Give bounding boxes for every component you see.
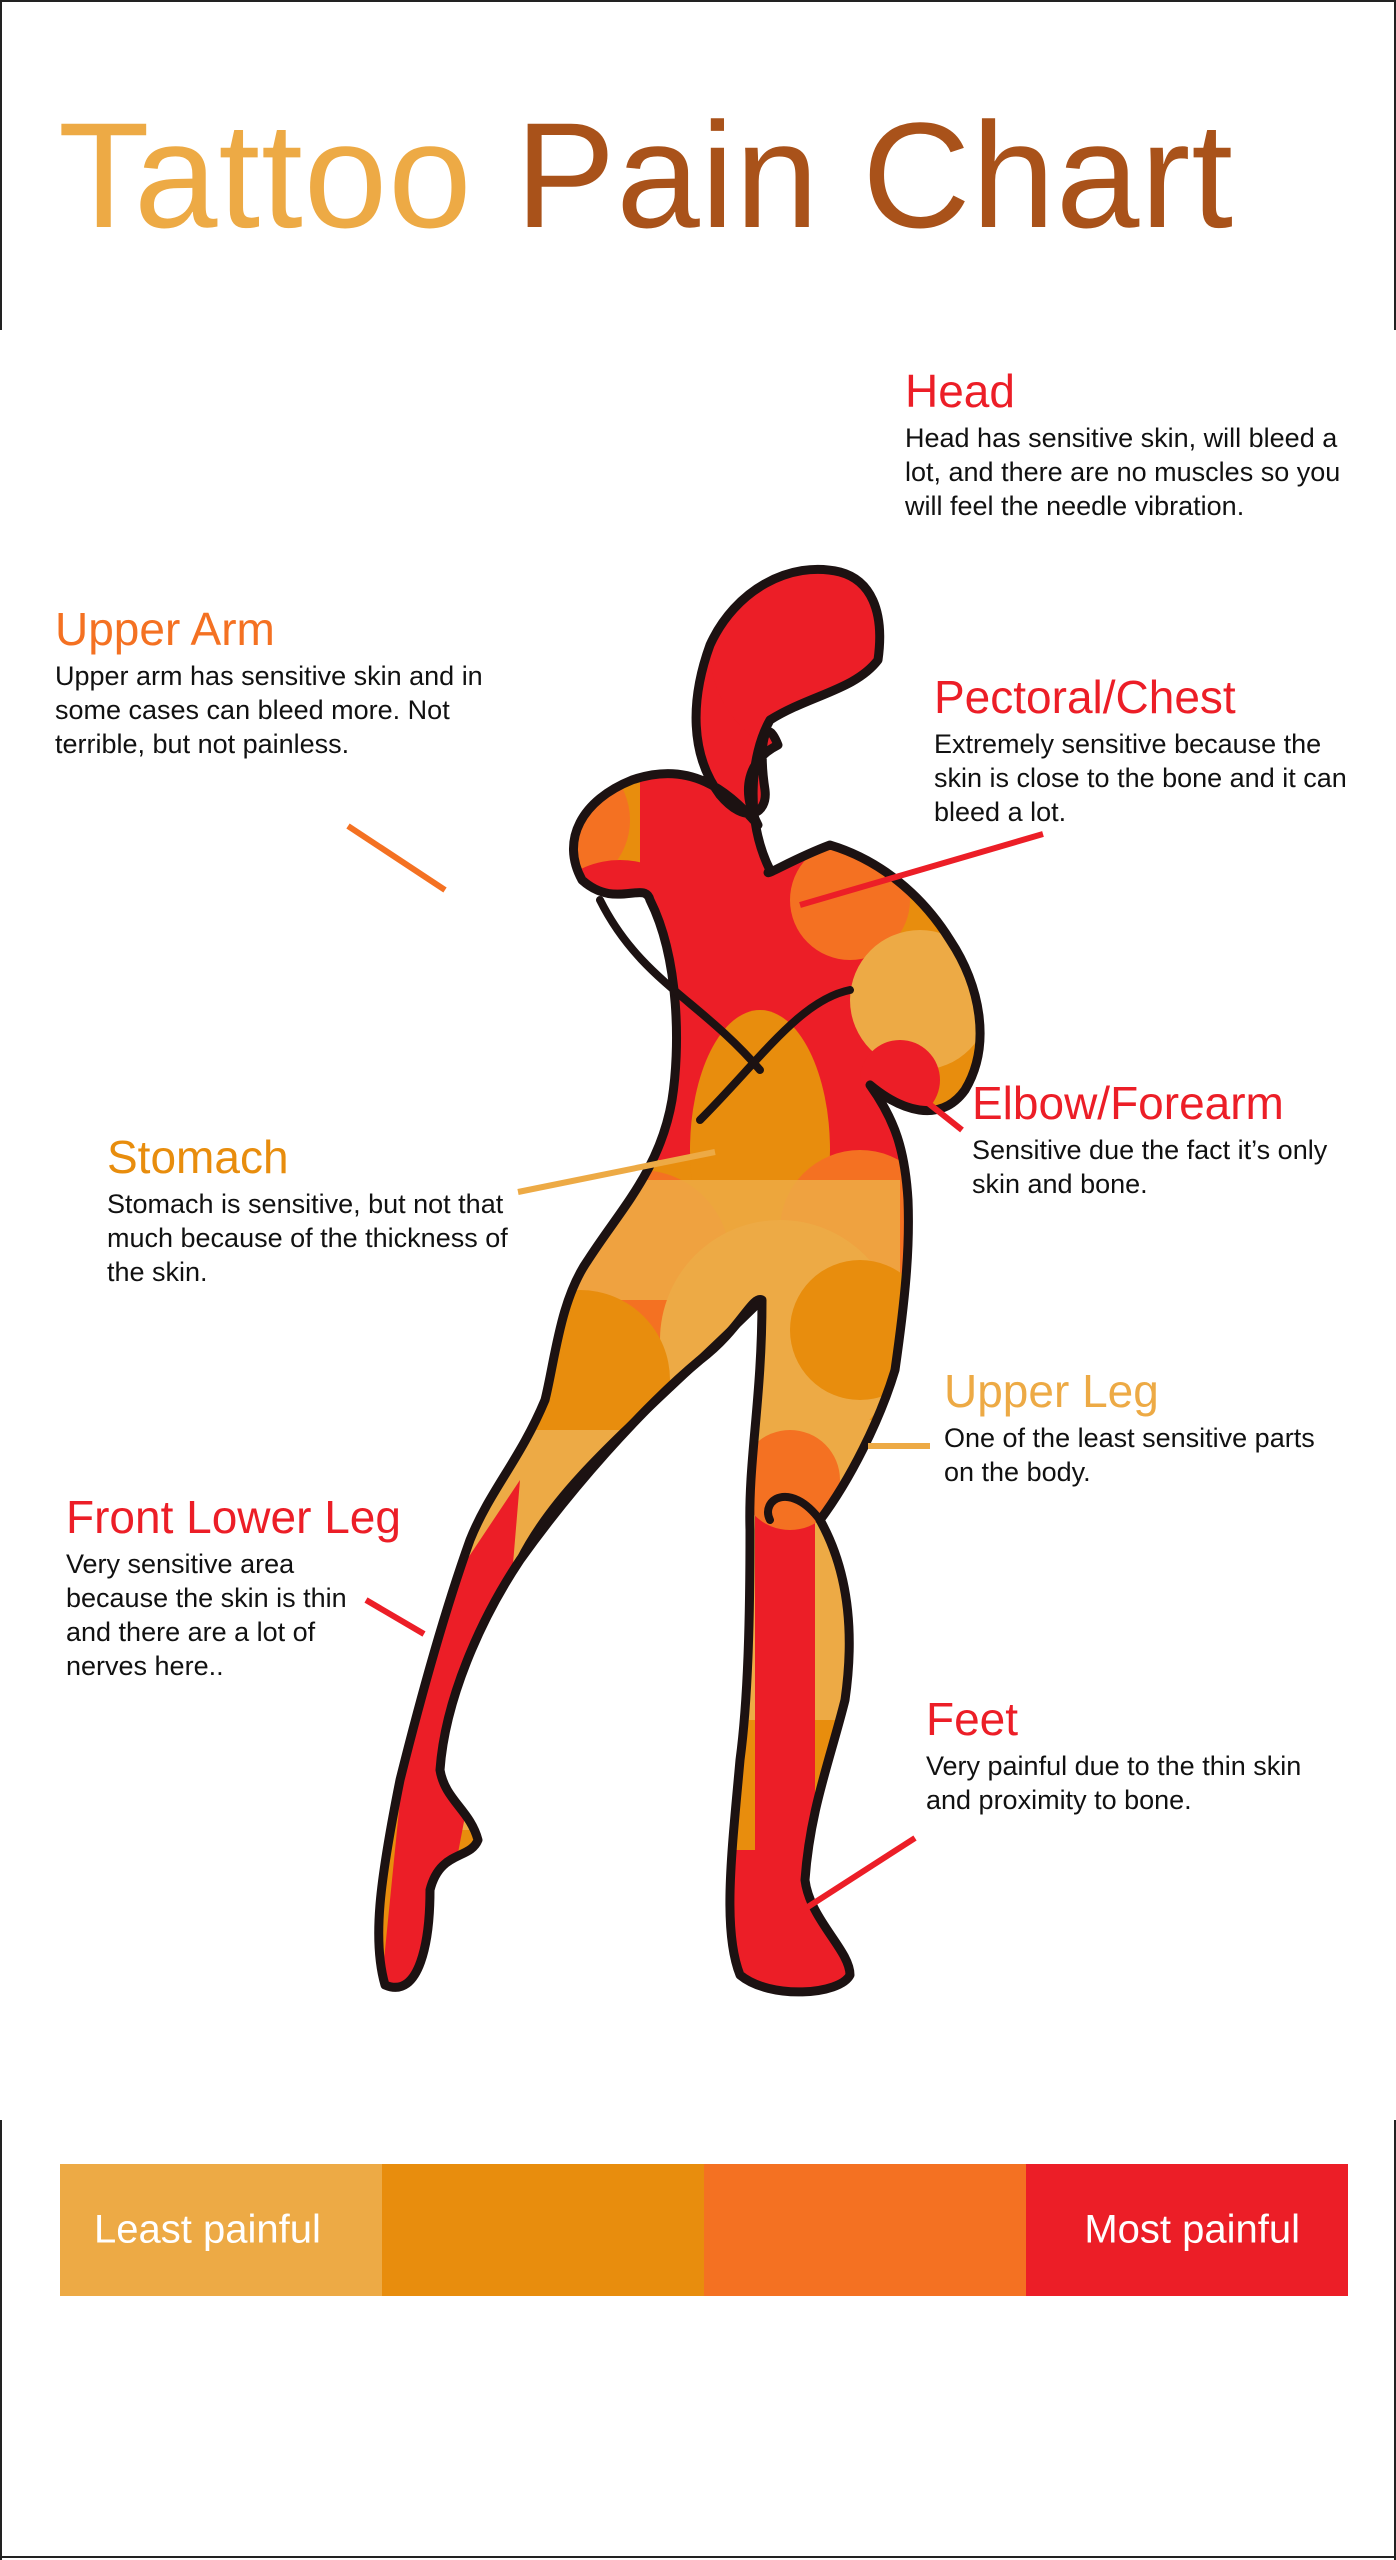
legend-segment-most: Most painful [1026, 2164, 1348, 2296]
label-head-text: Head has sensitive skin, will bleed a lo… [905, 422, 1341, 521]
label-head: Head Head has sensitive skin, will bleed… [905, 366, 1345, 523]
title-part-dark: Pain Chart [515, 91, 1235, 259]
pointer-stomach [517, 1149, 716, 1195]
pain-scale-legend: Least painful Most painful [60, 2164, 1348, 2296]
frame-right-top [1394, 0, 1396, 330]
label-elbow: Elbow/Forearm Sensitive due the fact it’… [972, 1078, 1372, 1201]
label-chest-title: Pectoral/Chest [934, 671, 1236, 723]
legend-least-label: Least painful [94, 2207, 321, 2252]
label-elbow-text: Sensitive due the fact it’s only skin an… [972, 1134, 1328, 1199]
pointer-upper-arm [346, 823, 447, 893]
label-upper-arm-text: Upper arm has sensitive skin and in some… [55, 660, 483, 759]
legend-segment-high [704, 2164, 1026, 2296]
label-chest: Pectoral/Chest Extremely sensitive becau… [934, 672, 1354, 829]
frame-top-border [0, 0, 1396, 2]
label-feet: Feet Very painful due to the thin skin a… [926, 1694, 1346, 1817]
frame-left-bottom [0, 2120, 2, 2560]
pointer-lower-leg [364, 1597, 426, 1637]
label-upper-arm-title: Upper Arm [55, 603, 275, 655]
legend-segment-low [382, 2164, 704, 2296]
label-head-title: Head [905, 365, 1015, 417]
label-upper-leg-text: One of the least sensitive parts on the … [944, 1422, 1315, 1487]
label-stomach-title: Stomach [107, 1131, 289, 1183]
label-upper-leg-title: Upper Leg [944, 1365, 1159, 1417]
title-part-light: Tattoo [58, 91, 473, 259]
label-feet-title: Feet [926, 1693, 1019, 1745]
label-upper-arm: Upper Arm Upper arm has sensitive skin a… [55, 604, 495, 761]
body-figure [346, 564, 1044, 1997]
page-title: Tattoo Pain Chart [58, 100, 1234, 250]
pointer-elbow [926, 1100, 964, 1133]
label-elbow-title: Elbow/Forearm [972, 1077, 1284, 1129]
frame-bottom-border [0, 2556, 1396, 2558]
frame-right-bottom [1394, 2120, 1396, 2560]
pointer-chest [799, 831, 1044, 908]
label-stomach-text: Stomach is sensitive, but not that much … [107, 1188, 508, 1287]
label-stomach: Stomach Stomach is sensitive, but not th… [107, 1132, 537, 1289]
label-lower-leg-title: Front Lower Leg [66, 1491, 401, 1543]
frame-left-top [0, 0, 2, 330]
label-feet-text: Very painful due to the thin skin and pr… [926, 1750, 1302, 1815]
pointer-feet [798, 1835, 917, 1915]
label-lower-leg: Front Lower Leg Very sensitive area beca… [66, 1491, 401, 1683]
legend-segment-least: Least painful [60, 2164, 382, 2296]
label-chest-text: Extremely sensitive because the skin is … [934, 728, 1347, 827]
legend-most-label: Most painful [1084, 2207, 1300, 2252]
label-lower-leg-text: Very sensitive area because the skin is … [66, 1548, 347, 1681]
body-inner-lines [516, 896, 854, 1564]
label-upper-leg: Upper Leg One of the least sensitive par… [944, 1366, 1344, 1489]
